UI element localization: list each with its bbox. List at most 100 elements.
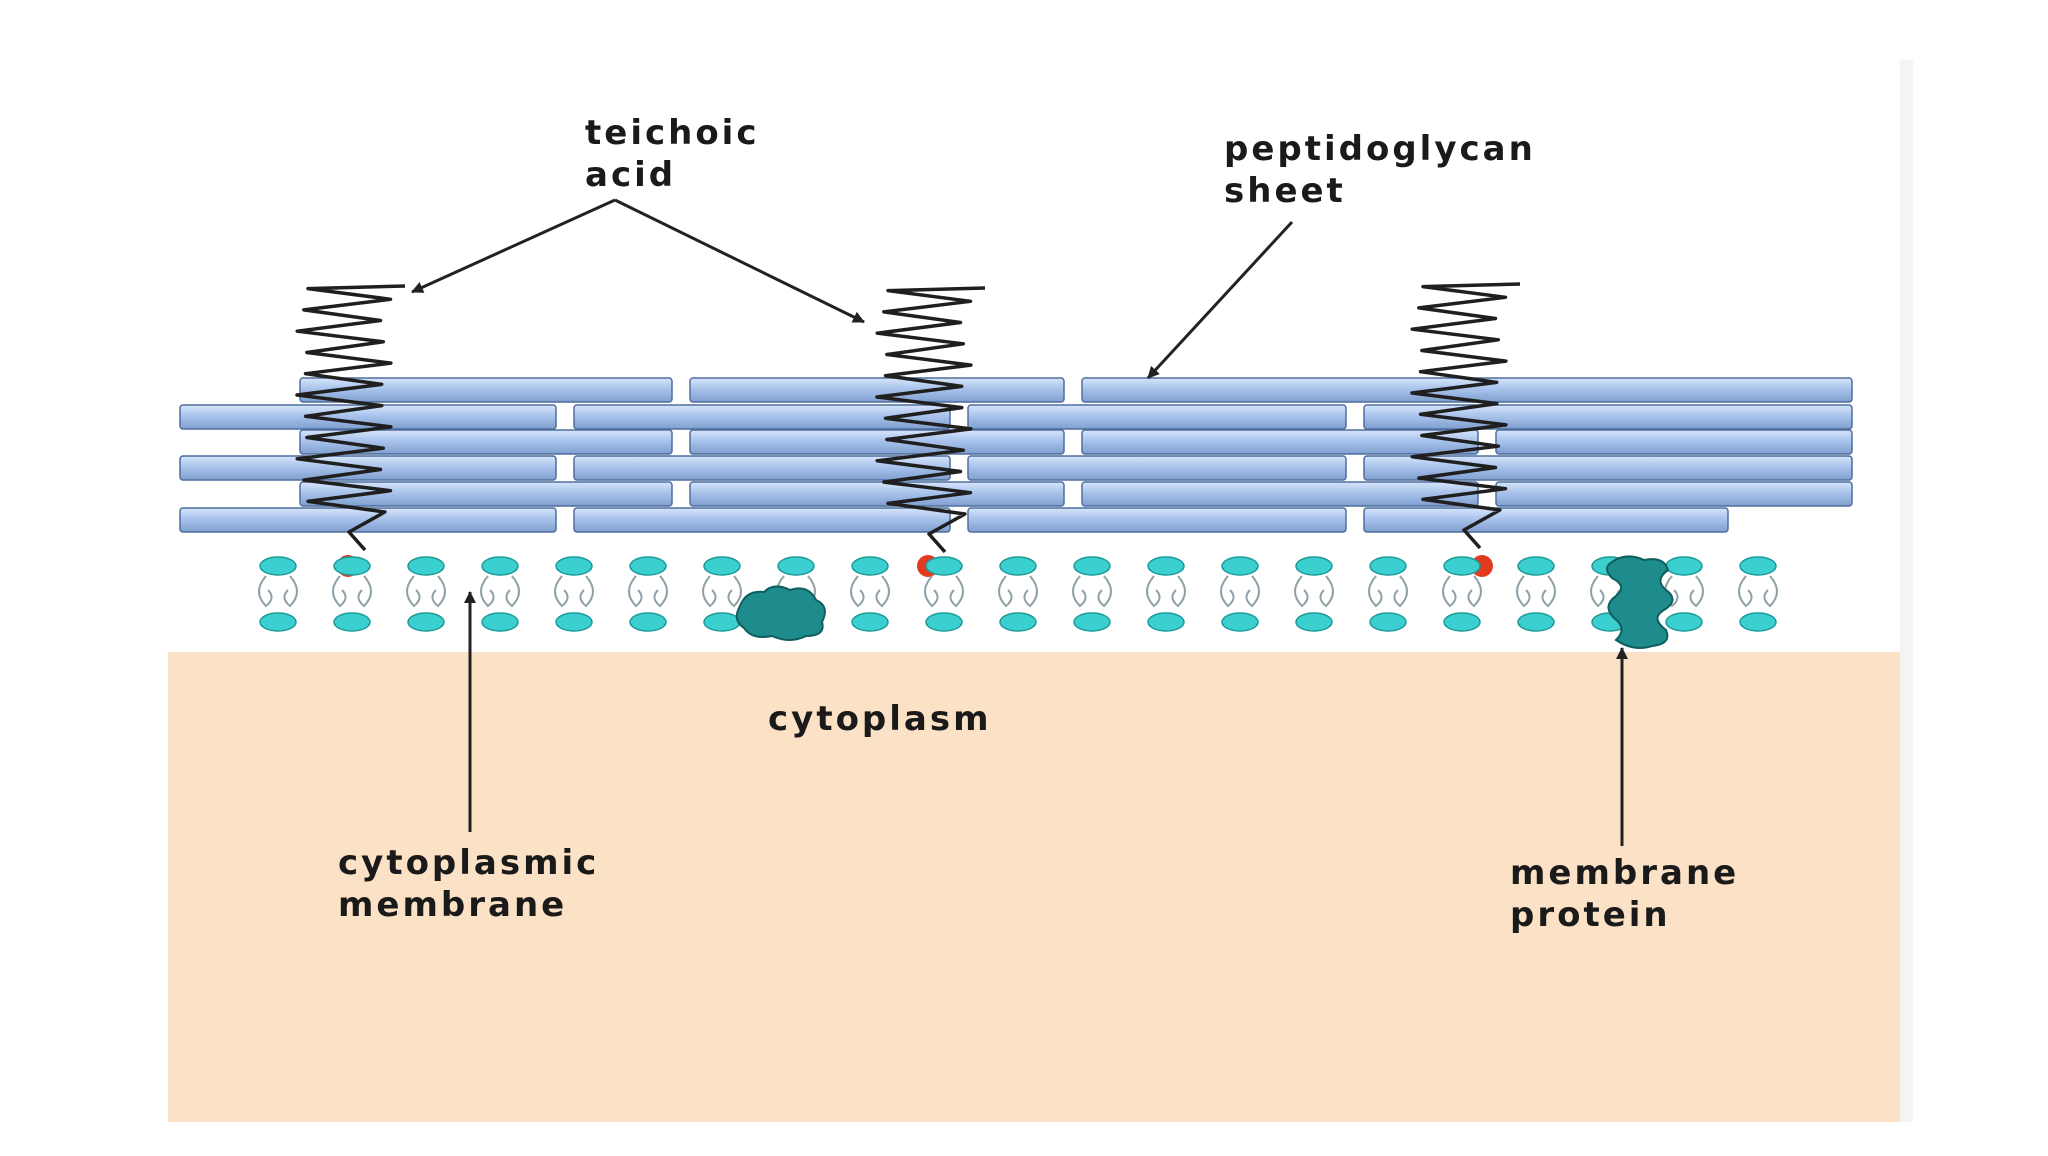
lipid-head-outer (407, 556, 445, 576)
lipid-head-inner (629, 612, 667, 632)
phospholipid-pair (998, 556, 1038, 632)
lipid-head-outer (1517, 556, 1555, 576)
lipid-head-outer (1443, 556, 1481, 576)
arrow-teichoic-left (411, 198, 616, 294)
label-cytoplasm: cytoplasm (768, 698, 992, 740)
peptidoglycan-rod (1081, 481, 1479, 507)
lipid-head-outer (629, 556, 667, 576)
teichoic-acid-chain (295, 284, 406, 552)
phospholipid-pair (258, 556, 298, 632)
cytoplasmic-membrane (258, 556, 1778, 632)
peptidoglycan-rod (1363, 455, 1853, 481)
lipid-head-inner (925, 612, 963, 632)
lipid-head-outer (333, 556, 371, 576)
phospholipid-pair (702, 556, 742, 632)
label-membrane-protein-line1: membrane (1510, 853, 1740, 893)
lipid-head-outer (1739, 556, 1777, 576)
lipid-head-outer (703, 556, 741, 576)
peptidoglycan-rod (967, 507, 1347, 533)
membrane-protein-peripheral (735, 585, 826, 641)
lipid-head-inner (1147, 612, 1185, 632)
phospholipid-pair (1516, 556, 1556, 632)
lipid-head-inner (1369, 612, 1407, 632)
teichoic-acid-chain (1410, 282, 1521, 550)
lipid-head-outer (851, 556, 889, 576)
lipid-head-outer (1221, 556, 1259, 576)
peptidoglycan-rod (689, 481, 1065, 507)
lipid-head-inner (999, 612, 1037, 632)
peptidoglycan-rod (573, 455, 951, 481)
phospholipid-pair (406, 556, 446, 632)
label-membrane-protein: membrane protein (1510, 852, 1739, 936)
lipid-head-outer (1295, 556, 1333, 576)
lipid-head-outer (1147, 556, 1185, 576)
lipid-head-outer (999, 556, 1037, 576)
lipid-head-outer (1073, 556, 1111, 576)
phospholipid-pair (1146, 556, 1186, 632)
label-teichoic-acid: teichoic acid (585, 112, 760, 196)
arrow-teichoic-right (614, 198, 865, 324)
phospholipid-pair (332, 556, 372, 632)
lipid-head-outer (259, 556, 297, 576)
peptidoglycan-rod (967, 404, 1347, 430)
lipid-head-inner (1073, 612, 1111, 632)
lipid-head-inner (851, 612, 889, 632)
phospholipid-pair (850, 556, 890, 632)
peptidoglycan-rod (967, 455, 1347, 481)
peptidoglycan-rod (573, 507, 951, 533)
lipid-head-inner (703, 612, 741, 632)
lipid-head-inner (1665, 612, 1703, 632)
phospholipid-pair (1072, 556, 1112, 632)
lipid-head-outer (1665, 556, 1703, 576)
label-cytoplasmic-membrane-line1: cytoplasmic (338, 843, 600, 883)
label-membrane-protein-line2: protein (1510, 895, 1671, 935)
label-peptidoglycan-line2: sheet (1224, 171, 1346, 211)
peptidoglycan-rod (299, 429, 673, 455)
label-teichoic-acid-line1: teichoic (585, 113, 760, 153)
peptidoglycan-rod (299, 377, 673, 403)
membrane-protein-integral (1606, 555, 1674, 649)
label-peptidoglycan-line1: peptidoglycan (1224, 129, 1536, 169)
lipid-head-inner (407, 612, 445, 632)
phospholipid-pair (1738, 556, 1778, 632)
frame-right-edge (1900, 60, 1913, 1122)
lipid-head-outer (481, 556, 519, 576)
lipid-head-inner (1295, 612, 1333, 632)
peptidoglycan-rod (1081, 429, 1479, 455)
lipid-head-outer (1369, 556, 1407, 576)
lipid-head-outer (555, 556, 593, 576)
peptidoglycan-rod (689, 377, 1065, 403)
peptidoglycan-sheet (179, 377, 1853, 533)
lipid-head-inner (555, 612, 593, 632)
arrow-peptidoglycan (1146, 220, 1294, 380)
phospholipid-pair (1664, 556, 1704, 632)
peptidoglycan-rod (1495, 481, 1853, 507)
lipid-head-inner (1517, 612, 1555, 632)
peptidoglycan-rod (1495, 429, 1853, 455)
phospholipid-pair (1368, 556, 1408, 632)
lipid-head-outer (777, 556, 815, 576)
peptidoglycan-rod (689, 429, 1065, 455)
lipid-head-inner (259, 612, 297, 632)
peptidoglycan-rod (573, 404, 951, 430)
label-cytoplasm-text: cytoplasm (768, 699, 992, 739)
label-teichoic-acid-line2: acid (585, 155, 677, 195)
arrows (411, 198, 1628, 846)
label-cytoplasmic-membrane: cytoplasmic membrane (338, 842, 599, 926)
peptidoglycan-rod (1363, 507, 1729, 533)
label-cytoplasmic-membrane-line2: membrane (338, 885, 568, 925)
lipid-head-outer (925, 556, 963, 576)
lipid-head-inner (333, 612, 371, 632)
lipid-head-inner (1443, 612, 1481, 632)
phospholipid-pair (1294, 556, 1334, 632)
label-peptidoglycan-sheet: peptidoglycan sheet (1224, 128, 1536, 212)
phospholipid-pair (554, 556, 594, 632)
lipid-head-inner (481, 612, 519, 632)
phospholipid-pair (924, 556, 964, 632)
phospholipid-pair (628, 556, 668, 632)
phospholipid-pair (480, 556, 520, 632)
teichoic-acid-chain (875, 286, 986, 554)
peptidoglycan-rod (299, 481, 673, 507)
